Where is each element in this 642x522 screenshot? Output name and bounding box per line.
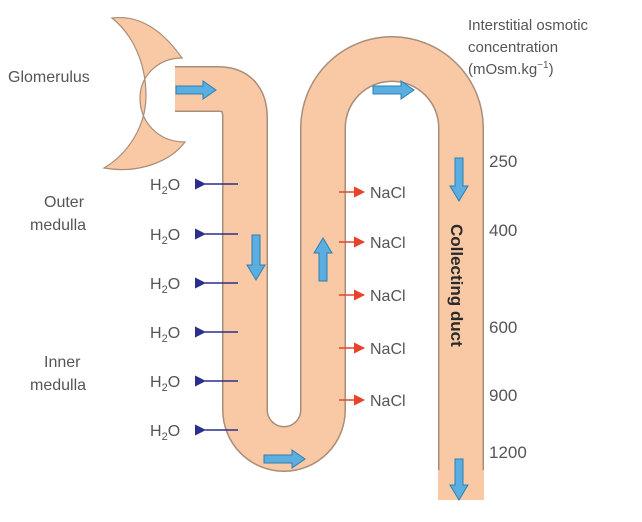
salt-outflow: NaCl — [339, 235, 406, 252]
salt-outflow: NaCl — [339, 393, 406, 410]
water-outflow: H2O — [150, 374, 238, 394]
water-outflow: H2O — [150, 325, 238, 345]
scale-value: 900 — [489, 386, 517, 405]
glomerulus-label: Glomerulus — [8, 69, 90, 86]
scale-value: 600 — [489, 318, 517, 337]
concentration-header-line2: concentration — [468, 39, 558, 56]
water-label: H2O — [150, 325, 180, 345]
outer-medulla-label-line1: Outer — [44, 194, 85, 211]
concentration-header-line3: (mOsm.kg−1) — [468, 60, 554, 78]
salt-label: NaCl — [370, 185, 406, 202]
salt-outflow: NaCl — [339, 288, 406, 305]
inner-medulla-label-line1: Inner — [44, 354, 81, 371]
salt-outflow: NaCl — [339, 185, 406, 202]
salt-outflow: NaCl — [339, 341, 406, 358]
water-outflow: H2O — [150, 276, 238, 296]
flow-arrow-up-icon — [313, 237, 333, 282]
salt-label: NaCl — [370, 341, 406, 358]
outer-medulla-label-line2: medulla — [30, 217, 86, 234]
scale-value: 400 — [489, 221, 517, 240]
water-label: H2O — [150, 423, 180, 443]
bowman-capsule-shape — [102, 17, 187, 171]
water-outflow: H2O — [150, 177, 238, 197]
nephron-tubule — [175, 37, 483, 485]
osmolality-scale: 250 400 600 900 1200 — [489, 152, 527, 462]
water-outflow: H2O — [150, 227, 238, 247]
salt-label: NaCl — [370, 393, 406, 410]
water-outflows: H2O H2O H2O H2O H2O H2O — [150, 177, 238, 443]
scale-value: 1200 — [489, 443, 527, 462]
flow-arrows — [175, 80, 469, 501]
water-outflow: H2O — [150, 423, 238, 443]
water-label: H2O — [150, 227, 180, 247]
inner-medulla-label-line2: medulla — [30, 377, 86, 394]
salt-label: NaCl — [370, 288, 406, 305]
flow-arrow-down-icon — [449, 458, 469, 501]
flow-arrow-down-icon — [246, 234, 266, 281]
collecting-duct-label: Collecting duct — [447, 224, 466, 347]
salt-label: NaCl — [370, 235, 406, 252]
concentration-header-line1: Interstitial osmotic — [468, 17, 589, 34]
salt-outflows: NaCl NaCl NaCl NaCl NaCl — [339, 185, 406, 410]
water-label: H2O — [150, 177, 180, 197]
scale-value: 250 — [489, 152, 517, 171]
flow-arrow-right-icon — [175, 80, 217, 100]
flow-arrow-right-icon — [372, 80, 415, 100]
flow-arrow-right-icon — [263, 449, 306, 469]
water-label: H2O — [150, 276, 180, 296]
flow-arrow-down-icon — [449, 157, 469, 202]
water-label: H2O — [150, 374, 180, 394]
